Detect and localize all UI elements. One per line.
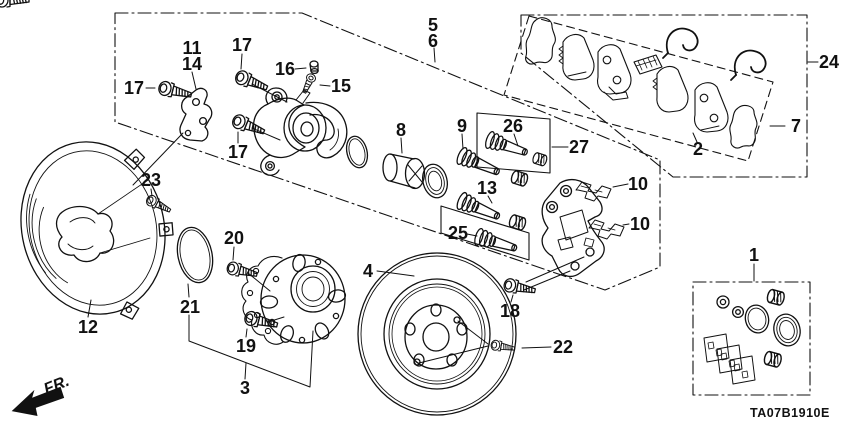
callout-1-0: 1: [748, 245, 760, 265]
callout-18-20: 18: [499, 301, 521, 321]
callout-16-16: 16: [274, 59, 296, 79]
callout-23-25: 23: [140, 170, 162, 190]
hub-assembly-art: [259, 253, 347, 344]
callout-9-8: 9: [456, 116, 468, 136]
pin-25-box: [440, 205, 530, 261]
bolt-19: [242, 309, 280, 333]
seal-kit-contents-art: [703, 288, 801, 385]
bolt-23: [144, 193, 174, 216]
callout-13-13: 13: [476, 178, 498, 198]
callout-3-2: 3: [239, 378, 251, 398]
pin-damper: [531, 151, 549, 168]
pad-set-art: [525, 17, 767, 149]
callout-10-9: 10: [627, 174, 649, 194]
callout-2-1: 2: [692, 139, 704, 159]
piston-boot-art: [422, 163, 448, 199]
caliper-assembly-box: [114, 12, 661, 291]
diagram-code: TA07B1910E: [750, 406, 830, 420]
callout-12-12: 12: [77, 317, 99, 337]
brake-disc-art: [357, 252, 517, 416]
bolt-17c: [230, 112, 268, 140]
callout-21-23: 21: [179, 297, 201, 317]
callout-11-11: 11: [182, 38, 202, 58]
callout-19-21: 19: [235, 336, 257, 356]
bleed-screw-art: [302, 73, 316, 94]
callout-27-29: 27: [568, 137, 590, 157]
callout-14-14: 14: [181, 54, 203, 74]
pin-9: [454, 145, 504, 182]
guide-pin-9-art: [0, 0, 30, 8]
piston-art: [382, 153, 426, 190]
callout-15-15: 15: [330, 76, 352, 96]
callout-5-4: 5: [427, 15, 439, 35]
hub-knuckle-flange-art: [241, 255, 284, 345]
pad-clip-lower-art: [588, 219, 625, 240]
callout-6-5: 6: [427, 31, 439, 51]
callout-17-17: 17: [123, 78, 145, 98]
callout-24-26: 24: [818, 52, 840, 72]
caliper-bracket-art: [541, 178, 605, 278]
bolt-17a: [156, 79, 194, 103]
pin-boot-lower: [507, 213, 528, 232]
callout-7-6: 7: [790, 116, 802, 136]
hub-group-bracket: [188, 314, 314, 388]
callout-8-7: 8: [395, 120, 407, 140]
callout-22-24: 22: [552, 337, 574, 357]
o-ring-art: [176, 226, 214, 284]
seal-kit-box: [692, 281, 811, 396]
callout-17-19: 17: [227, 142, 249, 162]
pad-mount-bracket-art: [179, 87, 213, 142]
backing-plate-art: [20, 141, 174, 320]
leader-lines: [87, 47, 819, 380]
callout-4-3: 4: [362, 261, 374, 281]
fr-indicator: FR.: [8, 372, 118, 422]
caliper-body-art: [252, 87, 348, 176]
pad-kit-outer-box: [520, 14, 808, 178]
callout-25-27: 25: [447, 223, 469, 243]
fr-arrow-icon: [11, 386, 65, 416]
piston-seal-art: [345, 135, 369, 169]
callout-20-22: 20: [223, 228, 245, 248]
callout-10-10: 10: [629, 214, 651, 234]
callout-17-18: 17: [231, 35, 253, 55]
pin-26-box: [476, 112, 551, 174]
pad-set-inner-box: [503, 15, 774, 162]
pad-clip-upper-art: [575, 181, 612, 202]
bolt-18: [502, 277, 537, 298]
bleed-cap-art: [309, 60, 319, 75]
callout-26-28: 26: [502, 116, 524, 136]
pin-boot-upper: [509, 169, 530, 188]
